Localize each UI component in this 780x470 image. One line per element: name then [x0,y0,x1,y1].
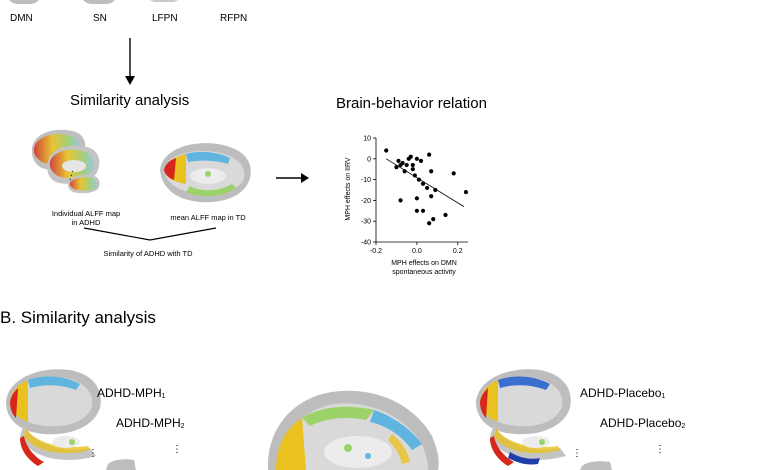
section-b-title: B. Similarity analysis [0,308,156,327]
ellipsis-mph-right: ⋮ [172,444,183,455]
scatter-point [431,217,436,222]
adhd-mph-1-subscript: 1 [161,393,166,400]
y-tick-label: 10 [363,136,371,143]
scatter-point [427,152,432,157]
scatter-point [451,171,456,176]
y-axis-label: MPH effects on IIRV [345,157,352,220]
y-tick-label: -40 [361,240,371,247]
scatter-point [463,189,469,195]
adhd-placebo-2-text: ADHD-Placebo [600,416,682,430]
scatter-points [384,148,469,226]
right-arrow [276,173,309,183]
adhd-mph-1-label: ADHD-MPH1 [97,386,166,400]
mean-td-brain [160,143,251,203]
scatter-point [420,208,426,213]
individual-map-label: Individual ALFF map in ADHD [51,209,121,228]
scatter-point [427,221,432,226]
lfpn-brain-thumbnail [146,0,182,2]
scatter-point [414,196,419,201]
brain-behavior-scatter-plot: -40 -30 -20 -10 0 10 -0.2 0.0 0.2 MPH effects on… [345,136,469,276]
scatter-point [400,160,405,166]
network-label-dmn: DMN [10,13,33,24]
adhd-placebo-2-label: ADHD-Placebo2 [600,416,685,430]
down-arrow [125,38,135,85]
network-labels-row: DMN SN LFPN RFPN [0,0,780,28]
network-label-rfpn: RFPN [220,13,248,24]
similarity-bracket [83,227,217,241]
scatter-axes [375,138,468,243]
similarity-analysis-title: Similarity analysis [70,92,190,109]
scatter-point [414,156,419,161]
scatter-point [410,162,415,168]
scatter-point [404,162,409,168]
adhd-mph-2-subscript: 2 [180,423,185,430]
y-tick-label: -30 [361,219,371,226]
scatter-ticks: -40 -30 -20 -10 0 10 -0.2 0.0 0.2 [361,136,463,256]
fit-line [386,158,465,207]
scatter-point [408,154,413,159]
scatter-fit [386,158,465,207]
scatter-point [420,181,426,186]
adhd-mph-2-text: ADHD-MPH [116,416,181,430]
y-tick-label: 0 [367,156,371,163]
mph-brain-stack [6,369,136,470]
scatter-point [433,187,438,193]
scatter-point [412,173,417,178]
scatter-point [418,158,424,163]
placebo-brain-stack [476,369,612,470]
individual-adhd-brain-stack [31,129,100,194]
adhd-placebo-1-label: ADHD-Placebo1 [580,386,665,400]
scatter-point [443,212,448,218]
x-tick-label: -0.2 [370,248,382,255]
scatter-point [429,169,434,174]
scatter-point [429,194,434,199]
scatter-point [414,208,419,213]
adhd-placebo-1-text: ADHD-Placebo [580,386,662,400]
x-tick-label: 0.0 [412,248,422,255]
dmn-brain-thumbnail [6,0,42,4]
adhd-placebo-1-subscript: 1 [661,393,666,400]
brain-behavior-title: Brain-behavior relation [336,95,487,112]
adhd-placebo-2-subscript: 2 [681,423,686,430]
network-label-lfpn: LFPN [152,13,178,24]
similarity-caption: Similarity of ADHD with TD [103,249,193,258]
y-tick-label: -10 [361,177,371,184]
mean-map-label: mean ALFF map in TD [170,213,246,222]
x-axis-label-line1: MPH effects on DMN [391,260,457,267]
scatter-point [425,185,430,191]
ellipsis-mph-left: ⋮ [88,448,99,459]
y-tick-label: -20 [361,198,371,205]
adhd-mph-2-label: ADHD-MPH2 [116,416,185,430]
x-tick-label: 0.2 [453,248,463,255]
ellipsis-placebo-left: ⋮ [572,448,583,459]
scatter-point [410,167,415,172]
central-brain [267,390,439,470]
sn-brain-thumbnail [80,0,118,4]
x-axis-label-line2: spontaneous activity [392,269,456,276]
network-label-sn: SN [93,13,107,24]
scatter-point [402,169,407,174]
adhd-mph-1-text: ADHD-MPH [97,386,162,400]
scatter-point [396,158,401,163]
scatter-point [384,148,389,153]
ellipsis-placebo-right: ⋮ [655,444,666,455]
scatter-point [398,198,403,203]
